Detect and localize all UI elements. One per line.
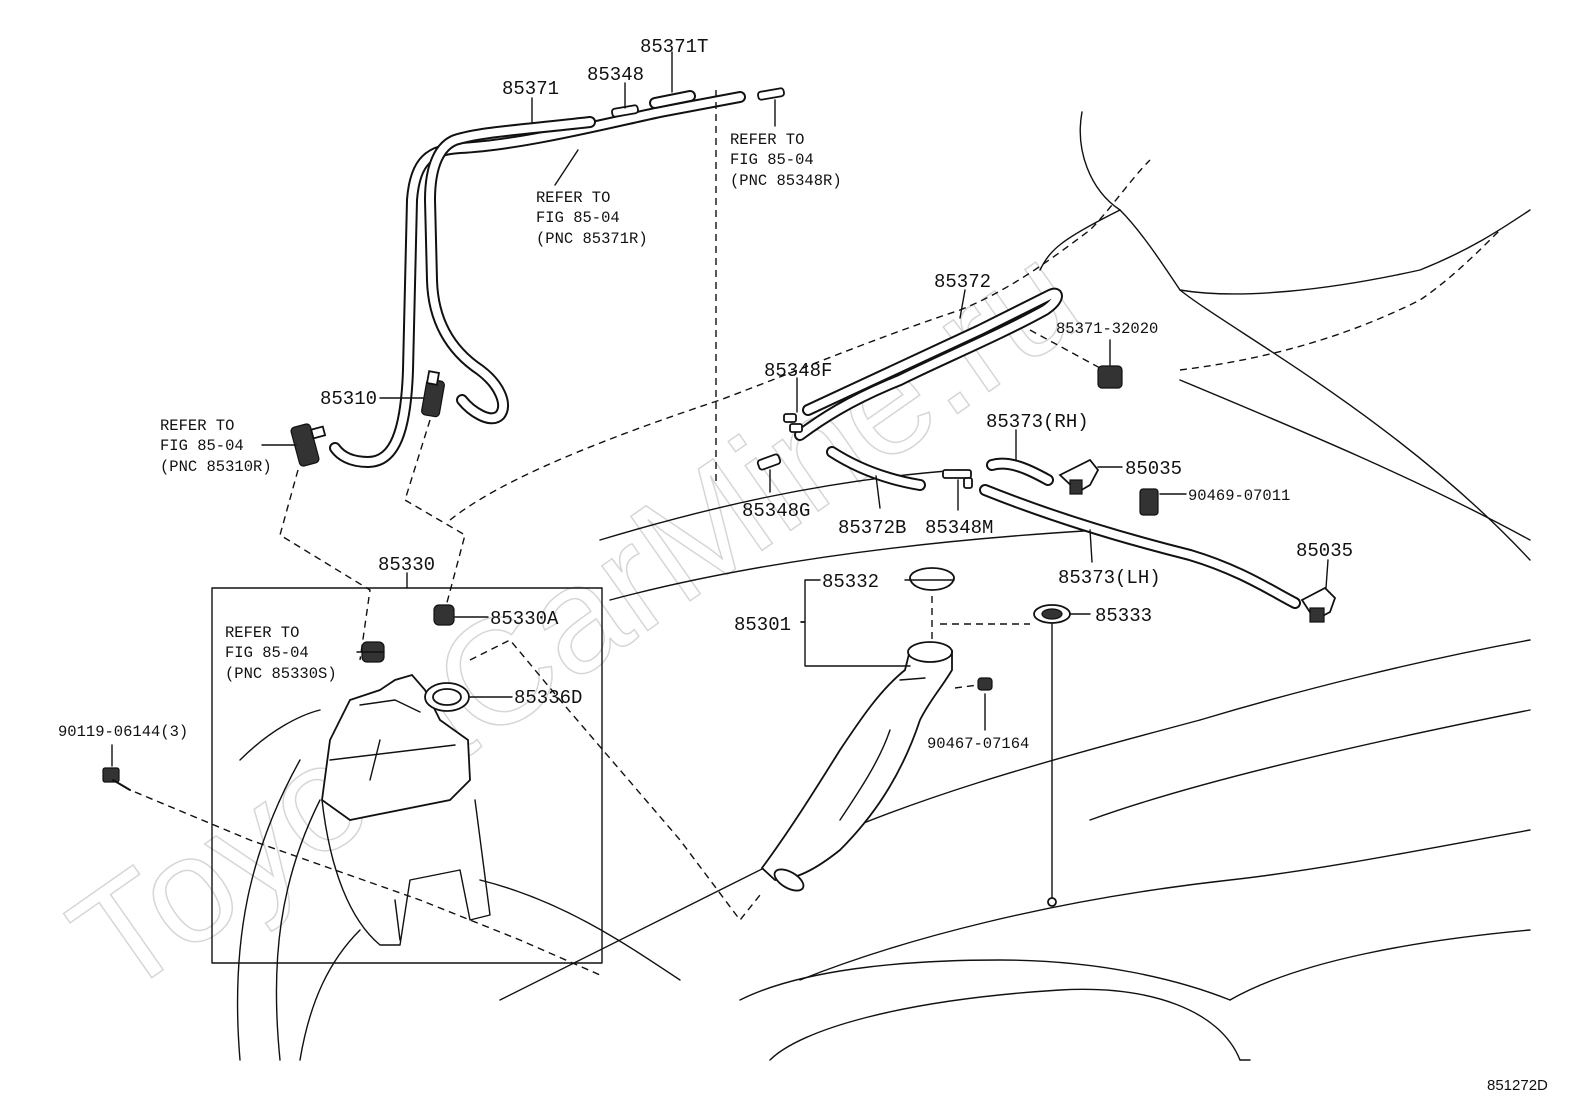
label-85371: 85371 — [502, 78, 559, 100]
ref-85348R-line1: REFER TO — [730, 131, 804, 149]
ref-85330S-line3: (PNC 85330S) — [225, 665, 337, 683]
cap-85333 — [940, 604, 1091, 907]
label-90467: 90467-07164 — [927, 735, 1029, 753]
label-85373RH: 85373(RH) — [986, 411, 1089, 433]
bolt-90119 — [102, 744, 601, 976]
ref-note-85330S: REFER TO FIG 85-04 (PNC 85330S) — [225, 624, 337, 683]
label-85330A: 85330A — [490, 608, 559, 630]
label-85371T: 85371T — [640, 36, 708, 58]
hose-85372 — [794, 287, 1063, 441]
ref-85330S-line2: FIG 85-04 — [225, 644, 309, 662]
ref-85371R-line3: (PNC 85371R) — [536, 230, 648, 248]
nozzle-85035-upper — [1058, 458, 1123, 495]
label-85348F: 85348F — [764, 360, 832, 382]
label-85310: 85310 — [320, 388, 377, 410]
clip-85371-32020 — [1029, 329, 1123, 389]
label-90469: 90469-07011 — [1188, 487, 1290, 505]
ref-note-85371R: REFER TO FIG 85-04 (PNC 85371R) — [536, 189, 648, 248]
part-labels: 85371T 85348 85371 85310 85330 85330A 85… — [58, 36, 1353, 753]
ref-85330S-line1: REFER TO — [225, 624, 299, 642]
label-85332: 85332 — [822, 571, 879, 593]
ref-85348R-line2: FIG 85-04 — [730, 151, 814, 169]
label-85330: 85330 — [378, 554, 435, 576]
ref-85310R-line1: REFER TO — [160, 417, 234, 435]
label-85371-32020: 85371-32020 — [1056, 320, 1158, 338]
ref-note-85310R: REFER TO FIG 85-04 (PNC 85310R) — [160, 417, 272, 476]
label-85336D: 85336D — [514, 687, 582, 709]
label-85373LH: 85373(LH) — [1058, 567, 1161, 589]
filler-neck-85301 — [760, 567, 993, 892]
nozzle-85035-lower — [1300, 559, 1337, 623]
label-85372: 85372 — [934, 271, 991, 293]
connector-85348M — [942, 469, 973, 511]
ref-85371R-line1: REFER TO — [536, 189, 610, 207]
connector-85348G — [756, 453, 782, 493]
label-85035-upper: 85035 — [1125, 458, 1182, 480]
label-85348: 85348 — [587, 64, 644, 86]
ref-85348R-line3: (PNC 85348R) — [730, 172, 842, 190]
label-85333: 85333 — [1095, 605, 1152, 627]
label-85035-lower: 85035 — [1296, 540, 1353, 562]
washer-tank — [321, 604, 513, 946]
label-85348G: 85348G — [742, 500, 810, 522]
vehicle-body-outline — [236, 111, 1531, 1061]
hose-85373RH — [986, 429, 1054, 486]
label-85301: 85301 — [734, 614, 791, 636]
watermark: ToyotaCarMine.ru — [42, 210, 1108, 1027]
label-85372B: 85372B — [838, 517, 906, 539]
dashed-link-pump-r — [279, 469, 371, 661]
hose-85372B — [826, 446, 926, 509]
ref-85310R-line3: (PNC 85310R) — [160, 458, 272, 476]
dashed-link-pump — [404, 419, 466, 611]
tank-assembly-box — [211, 572, 603, 964]
clip-90469 — [1139, 488, 1187, 516]
ref-85310R-line2: FIG 85-04 — [160, 437, 244, 455]
hose-85373LH — [979, 484, 1301, 609]
ref-note-85348R: REFER TO FIG 85-04 (PNC 85348R) — [730, 131, 842, 190]
label-85348M: 85348M — [925, 517, 993, 539]
figure-id: 851272D — [1487, 1077, 1548, 1094]
ref-85371R-line2: FIG 85-04 — [536, 209, 620, 227]
label-90119: 90119-06144(3) — [58, 723, 188, 741]
pump-85310 — [379, 370, 445, 418]
connectors-85348F — [783, 377, 803, 433]
pump-85310R — [261, 423, 327, 467]
hose-85371-assembly — [329, 51, 785, 468]
